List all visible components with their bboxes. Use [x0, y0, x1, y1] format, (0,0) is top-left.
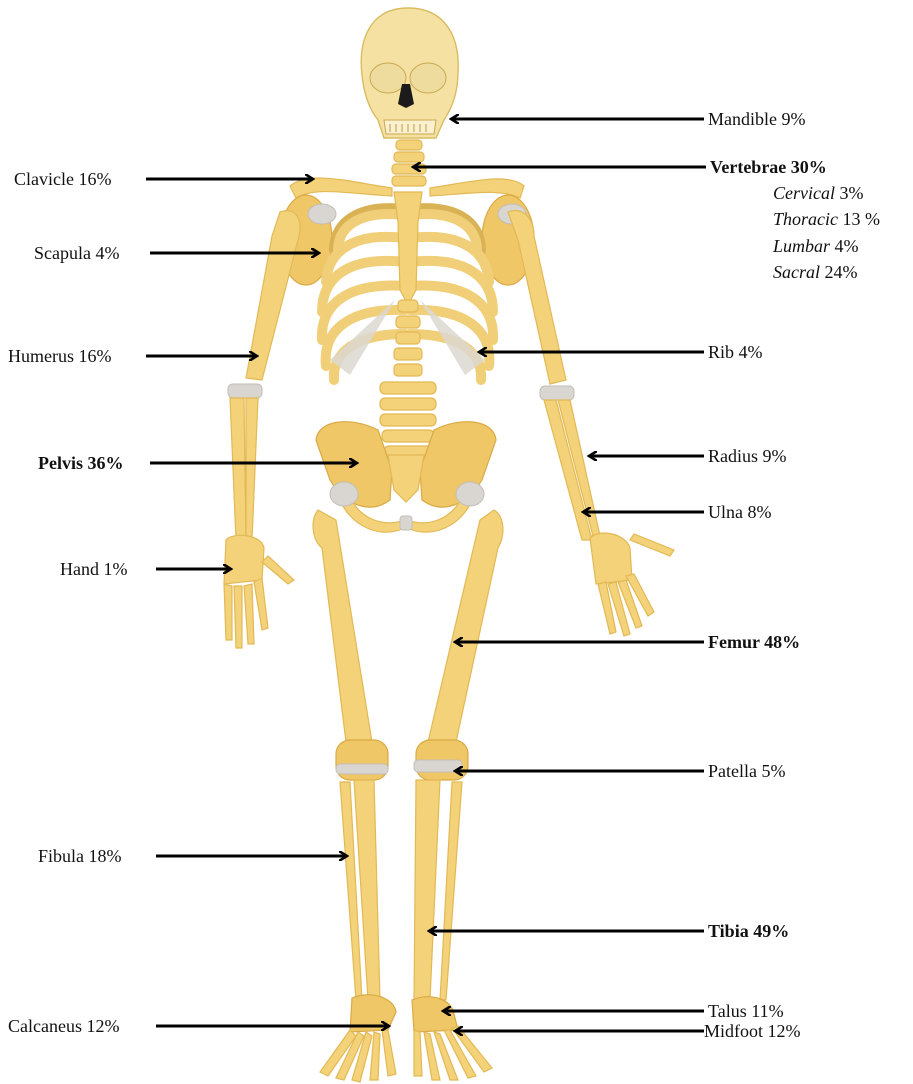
label-pelvis: Pelvis 36%	[38, 453, 124, 473]
label-cervical-value: 3%	[835, 183, 864, 203]
cervical-spine	[392, 140, 426, 186]
label-hand: Hand 1%	[60, 559, 127, 579]
label-cervical-name: Cervical	[773, 183, 835, 203]
label-vertebrae: Vertebrae 30%	[710, 157, 827, 177]
label-rib: Rib 4%	[708, 342, 763, 362]
label-thoracic: Thoracic 13 %	[773, 209, 880, 229]
label-tibia: Tibia 49%	[708, 921, 789, 941]
label-sacral-value: 24%	[820, 262, 858, 282]
knees	[336, 740, 468, 780]
label-lumbar-value: 4%	[830, 236, 859, 256]
femur-left	[313, 510, 372, 742]
tibia-right	[414, 780, 440, 1000]
foot-left	[320, 995, 396, 1082]
label-midfoot: Midfoot 12%	[704, 1021, 801, 1041]
label-sacral: Sacral 24%	[773, 262, 858, 282]
label-scapula: Scapula 4%	[34, 243, 119, 263]
label-lumbar-name: Lumbar	[773, 236, 830, 256]
label-femur: Femur 48%	[708, 632, 800, 652]
label-thoracic-name: Thoracic	[773, 209, 838, 229]
label-clavicle: Clavicle 16%	[14, 169, 111, 189]
fibula-right	[440, 782, 462, 1000]
label-radius: Radius 9%	[708, 446, 787, 466]
arm-left	[224, 211, 300, 648]
label-ulna: Ulna 8%	[708, 502, 771, 522]
femur-right	[428, 510, 503, 742]
label-humerus: Humerus 16%	[8, 346, 111, 366]
foot-right	[412, 997, 492, 1080]
arm-right	[508, 211, 674, 636]
label-patella: Patella 5%	[708, 761, 785, 781]
label-calcaneus: Calcaneus 12%	[8, 1016, 119, 1036]
label-cervical: Cervical 3%	[773, 183, 863, 203]
label-mandible: Mandible 9%	[708, 109, 805, 129]
label-sacral-name: Sacral	[773, 262, 820, 282]
skull	[361, 8, 458, 138]
label-talus: Talus 11%	[708, 1001, 784, 1021]
label-fibula: Fibula 18%	[38, 846, 122, 866]
label-thoracic-value: 13 %	[838, 209, 880, 229]
spine	[380, 300, 436, 456]
label-lumbar: Lumbar 4%	[773, 236, 859, 256]
